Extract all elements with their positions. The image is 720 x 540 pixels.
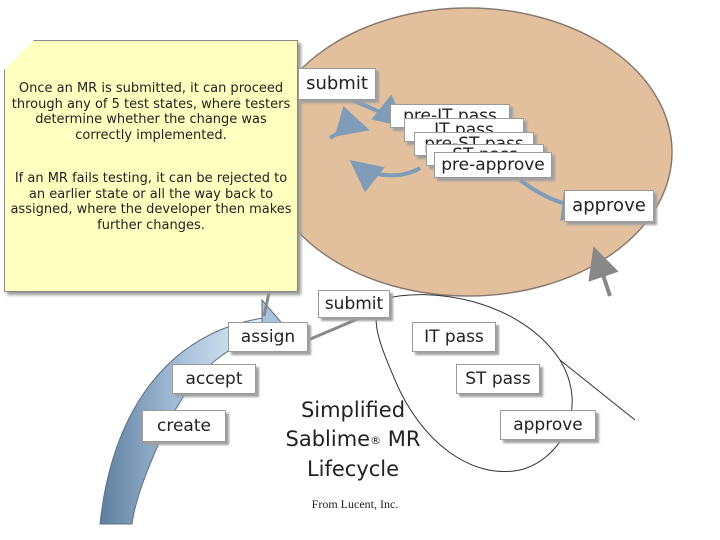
lower-approve-box: approve	[500, 410, 596, 440]
lower-assign-box: assign	[228, 322, 308, 352]
magnify-tail	[559, 359, 636, 421]
source-credit: From Lucent, Inc.	[311, 497, 399, 511]
upper-pre-approve-box: pre-approve	[434, 152, 552, 178]
lower-submit-box: submit	[318, 290, 390, 318]
sticky-note-icon	[4, 40, 34, 70]
lower-accept-box: accept	[172, 364, 256, 394]
oval-to-lower-connector	[307, 316, 361, 342]
reject-back-arrow	[349, 160, 422, 193]
title-line-2: Sablime® MR	[285, 427, 421, 451]
upper-submit-box: submit	[298, 68, 376, 100]
upper-approve-box: approve	[564, 190, 654, 222]
title-line-1: Simplified	[300, 398, 406, 422]
note-text-reject: If an MR fails testing, it can be reject…	[10, 171, 292, 233]
approve-connector	[588, 246, 619, 297]
sticky-note: Once an MR is submitted, it can proceed …	[4, 40, 298, 292]
note-text-states: Once an MR is submitted, it can proceed …	[11, 81, 291, 143]
magnify-loop	[375, 294, 573, 472]
registered-mark: ®	[370, 434, 382, 447]
diagram-title: Simplified Sablime® MR Lifecycle	[268, 396, 438, 484]
lower-it-pass-box: IT pass	[412, 322, 496, 352]
lower-create-box: create	[142, 410, 226, 442]
title-line-3: Lifecycle	[306, 457, 400, 481]
reject-loop-arrow	[328, 106, 370, 140]
lower-st-pass-box: ST pass	[456, 364, 540, 394]
